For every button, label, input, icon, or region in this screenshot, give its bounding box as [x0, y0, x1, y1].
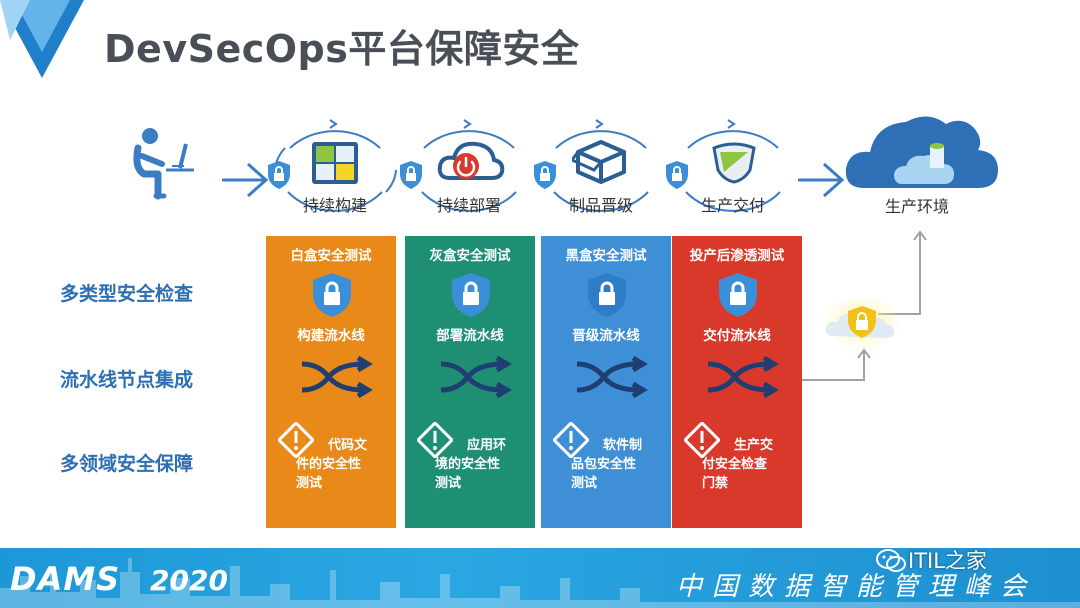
desc-line: 生产交	[702, 436, 798, 455]
desc-line: 品包安全性	[571, 457, 636, 472]
desc-line: 付安全检查	[702, 457, 767, 472]
box-icon	[572, 138, 630, 186]
desc-line: 境的安全性	[435, 457, 500, 472]
developer-icon	[128, 126, 198, 204]
shield-lock-icon	[450, 272, 492, 318]
pipeline-name: 交付流水线	[672, 324, 802, 344]
production-label: 生产环境	[862, 193, 972, 217]
footer-year: 2020	[150, 564, 228, 597]
grid-icon	[310, 140, 360, 186]
test-type: 灰盒安全测试	[405, 244, 535, 264]
pipeline-name: 构建流水线	[266, 324, 396, 344]
column-graybox: 灰盒安全测试 部署流水线 应用环 境的安全性 测试	[405, 236, 535, 528]
shield-lock-icon	[586, 272, 628, 318]
desc-line: 代码文	[296, 436, 392, 455]
test-type: 投产后渗透测试	[672, 244, 802, 264]
row-label-checks: 多类型安全检查	[60, 279, 260, 306]
shield-lock-icon	[717, 272, 759, 318]
gold-lock-icon	[820, 292, 904, 350]
domain-description: 应用环 境的安全性 测试	[435, 436, 531, 493]
shield-lock-icon	[266, 160, 292, 190]
domain-description: 软件制 品包安全性 测试	[571, 436, 667, 493]
cloud-power-icon	[436, 138, 506, 184]
page-title: DevSecOps平台保障安全	[104, 18, 579, 73]
column-whitebox: 白盒安全测试 构建流水线 代码文 件的安全性 测试	[266, 236, 396, 528]
shield-lock-icon	[532, 160, 558, 190]
wechat-icon	[876, 548, 906, 574]
desc-line: 应用环	[435, 436, 531, 455]
shield-lock-icon	[398, 160, 424, 190]
shield-lock-icon	[311, 272, 353, 318]
domain-description: 代码文 件的安全性 测试	[296, 436, 392, 493]
pipeline-name: 部署流水线	[405, 324, 535, 344]
shield-lock-icon	[664, 160, 690, 190]
desc-line: 测试	[571, 476, 597, 491]
desc-line: 测试	[435, 476, 461, 491]
production-cloud-icon	[842, 110, 1002, 192]
shuffle-icon	[706, 356, 780, 400]
stage-label: 持续构建	[270, 192, 400, 216]
desc-line: 软件制	[571, 436, 667, 455]
stage-label: 持续部署	[404, 192, 534, 216]
stage-label: 制品晋级	[536, 192, 666, 216]
arrow-to-build	[220, 160, 270, 200]
logo-triangle	[0, 0, 90, 82]
badge-icon	[710, 142, 758, 184]
arrow-to-production	[796, 160, 846, 200]
pipeline-name: 晋级流水线	[541, 324, 671, 344]
desc-line: 门禁	[702, 476, 728, 491]
shuffle-icon	[575, 356, 649, 400]
footer-brand: DAMS	[10, 560, 120, 598]
shuffle-icon	[300, 356, 374, 400]
desc-line: 测试	[296, 476, 322, 491]
stage-label: 生产交付	[668, 192, 798, 216]
desc-line: 件的安全性	[296, 457, 361, 472]
domain-description: 生产交 付安全检查 门禁	[702, 436, 798, 493]
column-blackbox: 黑盒安全测试 晋级流水线 软件制 品包安全性 测试	[541, 236, 671, 528]
test-type: 黑盒安全测试	[541, 244, 671, 264]
shuffle-icon	[439, 356, 513, 400]
column-pentest: 投产后渗透测试 交付流水线 生产交 付安全检查 门禁	[672, 236, 802, 528]
watermark: ITIL之家	[908, 545, 987, 575]
row-label-pipeline: 流水线节点集成	[60, 365, 260, 392]
row-label-domains: 多领域安全保障	[60, 449, 260, 476]
test-type: 白盒安全测试	[266, 244, 396, 264]
